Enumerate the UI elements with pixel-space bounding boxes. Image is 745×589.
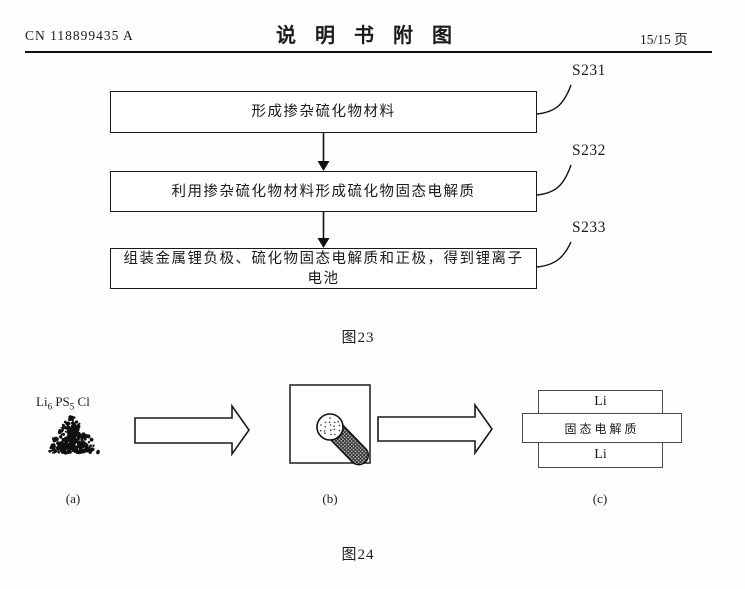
flowchart-step-1: 形成掺杂硫化物材料 [110, 91, 537, 133]
step-1-text: 形成掺杂硫化物材料 [251, 104, 396, 120]
figure-23-caption: 图23 [341, 330, 375, 346]
part-a-label: (a) [65, 491, 81, 506]
flowchart-step-3: 组装金属锂负极、硫化物固态电解质和正极，得到锂离子电池 [110, 248, 537, 289]
press-die-square [289, 384, 371, 464]
flow-arrow-1-icon [317, 133, 330, 171]
powder-pile-illustration [48, 415, 100, 455]
part-c-label: (c) [592, 491, 608, 506]
formula-ps-subscript: 5 [69, 401, 75, 412]
document-number: CN 118899435 A [25, 28, 134, 43]
big-arrow-b-to-c-icon [377, 402, 493, 456]
electrolyte-text: 固态电解质 [564, 421, 640, 436]
cell-layer-li-top: Li [538, 390, 663, 414]
pellet-circle-illustration [316, 413, 344, 441]
formula-ps: PS [52, 394, 70, 409]
formula-li: Li [36, 394, 48, 409]
formula-li-subscript: 6 [47, 401, 53, 412]
step-label-s231: S231 [572, 62, 606, 79]
page-number: 15/15 页 [640, 32, 688, 47]
header-divider [25, 51, 712, 53]
formula-cl: Cl [74, 394, 90, 409]
cell-layer-electrolyte: 固态电解质 [522, 413, 682, 443]
press-rod-illustration [325, 419, 370, 466]
pellet-stipple-dots [319, 417, 341, 436]
flow-arrow-2-icon [317, 212, 330, 248]
flowchart-step-2: 利用掺杂硫化物材料形成硫化物固态电解质 [110, 171, 537, 212]
step-2-text: 利用掺杂硫化物材料形成硫化物固态电解质 [171, 183, 476, 200]
page-title: 说 明 书 附 图 [276, 25, 459, 47]
part-b-label: (b) [322, 491, 338, 506]
big-arrow-a-to-b-icon [134, 403, 250, 457]
li-top-text: Li [594, 394, 607, 409]
material-formula-label: Li6 PS5 Cl [36, 394, 90, 412]
figure-24-caption: 图24 [341, 547, 375, 563]
step-3-text: 组装金属锂负极、硫化物固态电解质和正极，得到锂离子电池 [123, 250, 524, 287]
li-bottom-text: Li [594, 447, 607, 462]
step-label-s233: S233 [572, 219, 606, 236]
step-label-s232: S232 [572, 142, 606, 159]
s233-connector-curve [536, 241, 572, 268]
s231-connector-curve [536, 84, 572, 115]
cell-layer-li-bottom: Li [538, 442, 663, 468]
s232-connector-curve [536, 164, 572, 196]
